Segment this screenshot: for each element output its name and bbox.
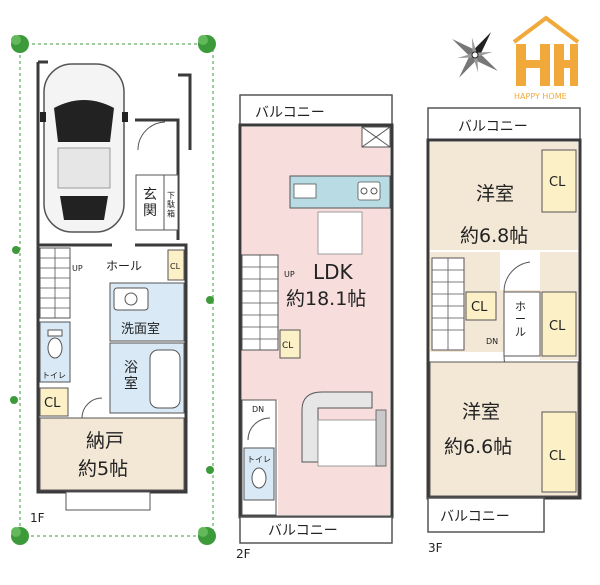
happy-home-logo: HAPPY HOME xyxy=(512,15,580,101)
ldk-label: LDK xyxy=(313,260,354,284)
balcony-top xyxy=(427,107,581,141)
closet-label: CL xyxy=(44,396,61,411)
closet xyxy=(279,329,301,359)
hall-label: ホール xyxy=(106,259,142,273)
ldk-size: 約18.1帖 xyxy=(286,288,366,310)
label-line: ー xyxy=(515,313,526,326)
floor3-label: 3F xyxy=(428,541,443,555)
bathtub xyxy=(149,349,181,409)
label-line: 箱 xyxy=(167,208,175,218)
hall xyxy=(503,291,541,357)
stairs xyxy=(241,254,279,351)
closet-1 xyxy=(541,149,577,213)
window-bay xyxy=(65,491,151,511)
toilet-icon xyxy=(47,337,63,359)
closet xyxy=(39,387,69,417)
site-boundary xyxy=(19,43,214,537)
label-line: 室 xyxy=(124,375,138,392)
storage-name: 納戸 xyxy=(86,430,124,452)
toilet-label: トイレ xyxy=(247,455,271,464)
genkan-label: 玄関 xyxy=(143,186,157,219)
up-label: UP xyxy=(284,270,295,279)
storage-size: 約5帖 xyxy=(78,458,128,480)
toilet-icon xyxy=(251,467,267,489)
tree-icon xyxy=(11,527,29,545)
door-swing-1 xyxy=(503,261,531,293)
floor1-outline xyxy=(36,243,188,494)
getabako xyxy=(163,174,179,231)
washroom-label: 洗面室 xyxy=(121,321,160,337)
floor-2: バルコニー LDK 約18.1帖 UP CL DN xyxy=(236,94,394,561)
closet-2-label: CL xyxy=(471,300,488,315)
storage-door-swing xyxy=(81,397,103,419)
closet-2 xyxy=(465,291,497,321)
room1-size: 約6.8帖 xyxy=(460,225,528,247)
dining-table xyxy=(317,211,363,255)
balcony-bottom-label: バルコニー xyxy=(268,523,338,539)
entrance-door-swing xyxy=(137,121,166,151)
stove-icon xyxy=(357,181,381,201)
label-line: 駄 xyxy=(167,199,175,209)
closet-1-label: CL xyxy=(549,175,566,190)
sofa-icon xyxy=(301,391,387,467)
room1-name: 洋室 xyxy=(476,183,514,205)
closet-small-label: CL xyxy=(170,262,181,271)
getabako-label: 下駄箱 xyxy=(167,191,175,218)
balcony-top-label: バルコニー xyxy=(255,105,325,121)
closet-4 xyxy=(541,411,577,493)
balcony-bottom-label: バルコニー xyxy=(440,509,510,525)
closet-3 xyxy=(541,291,577,357)
floor1-label: 1F xyxy=(30,511,45,525)
label-line: ル xyxy=(515,325,526,338)
dn-label: DN xyxy=(252,405,264,414)
sink-icon xyxy=(124,292,138,306)
room2-name: 洋室 xyxy=(462,401,500,423)
balcony-bottom xyxy=(239,516,393,544)
car-icon xyxy=(40,63,128,233)
tree-icon xyxy=(10,246,214,474)
balcony-top-label: バルコニー xyxy=(458,119,528,135)
up-label: UP xyxy=(72,264,83,273)
room2-size: 約6.6帖 xyxy=(444,436,512,458)
hall-label: ホール xyxy=(515,300,526,338)
storage-room xyxy=(39,417,185,491)
brand-name: HAPPY HOME xyxy=(514,92,567,101)
tree-icon xyxy=(11,35,29,53)
tree-icon xyxy=(198,35,216,53)
balcony-bottom xyxy=(427,497,545,533)
sink-icon xyxy=(293,183,317,199)
closet-4-label: CL xyxy=(549,449,566,464)
dn-label: DN xyxy=(486,337,498,346)
stairs xyxy=(431,257,465,351)
tree-icon xyxy=(198,527,216,545)
floor2-label: 2F xyxy=(236,547,251,561)
floor-1: 玄関 下駄箱 UP ホール CL 洗面室 浴室 トイレ xyxy=(10,35,216,545)
bathroom-label: 浴室 xyxy=(124,360,138,392)
garage-wall xyxy=(36,60,48,245)
garage-wall-right xyxy=(178,73,192,150)
closet-label: CL xyxy=(282,341,293,351)
closet-3-label: CL xyxy=(549,319,566,334)
label-line: 関 xyxy=(143,203,157,219)
balcony-top xyxy=(239,94,393,126)
toilet-door-swing xyxy=(247,417,271,441)
stairs xyxy=(39,247,71,319)
toilet-label: トイレ xyxy=(42,371,66,380)
closet-small xyxy=(167,249,185,281)
genkan-floor xyxy=(135,174,165,231)
compass-rose-icon xyxy=(452,32,498,78)
floor-3: バルコニー CL 洋室 約6.8帖 CL DN ホール CL CL 洋室 xyxy=(426,107,582,555)
